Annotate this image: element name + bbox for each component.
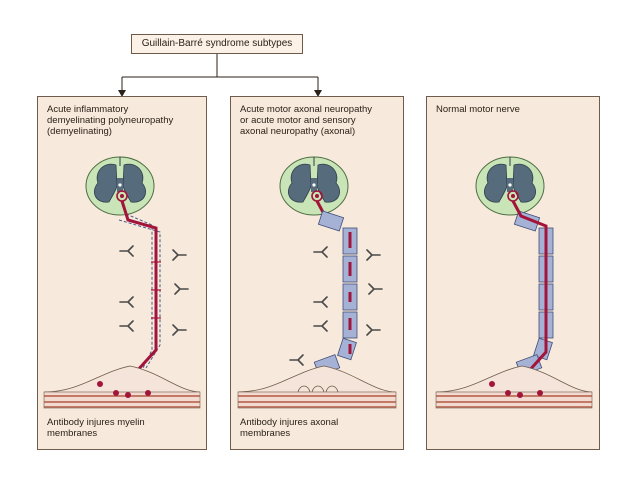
panel1-art <box>43 156 201 409</box>
antibody-icon <box>172 249 187 261</box>
motor-neuron-cell-body <box>507 190 519 202</box>
antibody-icon <box>119 296 134 308</box>
antibody-icon <box>366 324 381 336</box>
diagram-title: Guillain-Barré syndrome subtypes <box>141 38 293 49</box>
muscle-fiber <box>237 391 397 409</box>
arrow-head-right <box>314 90 322 97</box>
antibody-icon <box>366 249 381 261</box>
muscle-fiber <box>43 391 201 409</box>
antibody-icon <box>119 245 134 257</box>
antibody-icon <box>313 296 328 308</box>
diagram-title-box: Guillain-Barré syndrome subtypes <box>131 34 303 54</box>
neuromuscular-junction <box>237 365 397 393</box>
damaged-myelin-outline <box>125 213 153 373</box>
spinal-cord-icon <box>475 156 545 216</box>
panel-title: Acute motor axonal neuropathy or acute m… <box>240 104 373 137</box>
spinal-cord-icon <box>85 156 155 216</box>
panel2-art <box>237 156 397 409</box>
neuromuscular-junction <box>435 365 593 393</box>
antibody-icon <box>368 283 383 295</box>
axon <box>511 200 548 374</box>
axon <box>120 200 158 374</box>
antibody-icon <box>313 246 328 258</box>
antibody-icon <box>174 283 189 295</box>
antibody-icon <box>119 320 134 332</box>
muscle-fiber <box>435 391 593 409</box>
panel-title: Normal motor nerve <box>436 104 520 115</box>
antibody-icon <box>289 354 304 366</box>
panel3-art <box>435 156 593 409</box>
antibody-icon <box>313 320 328 332</box>
spinal-cord-icon <box>279 156 349 216</box>
panel-title: Acute inflammatory demyelinating polyneu… <box>47 104 174 137</box>
arrow-head-left <box>118 90 126 97</box>
panel-caption: Antibody injures axonal membranes <box>240 417 339 439</box>
antibody-icon <box>172 324 187 336</box>
panel-caption: Antibody injures myelin membranes <box>47 417 145 439</box>
neuromuscular-junction <box>43 365 201 393</box>
